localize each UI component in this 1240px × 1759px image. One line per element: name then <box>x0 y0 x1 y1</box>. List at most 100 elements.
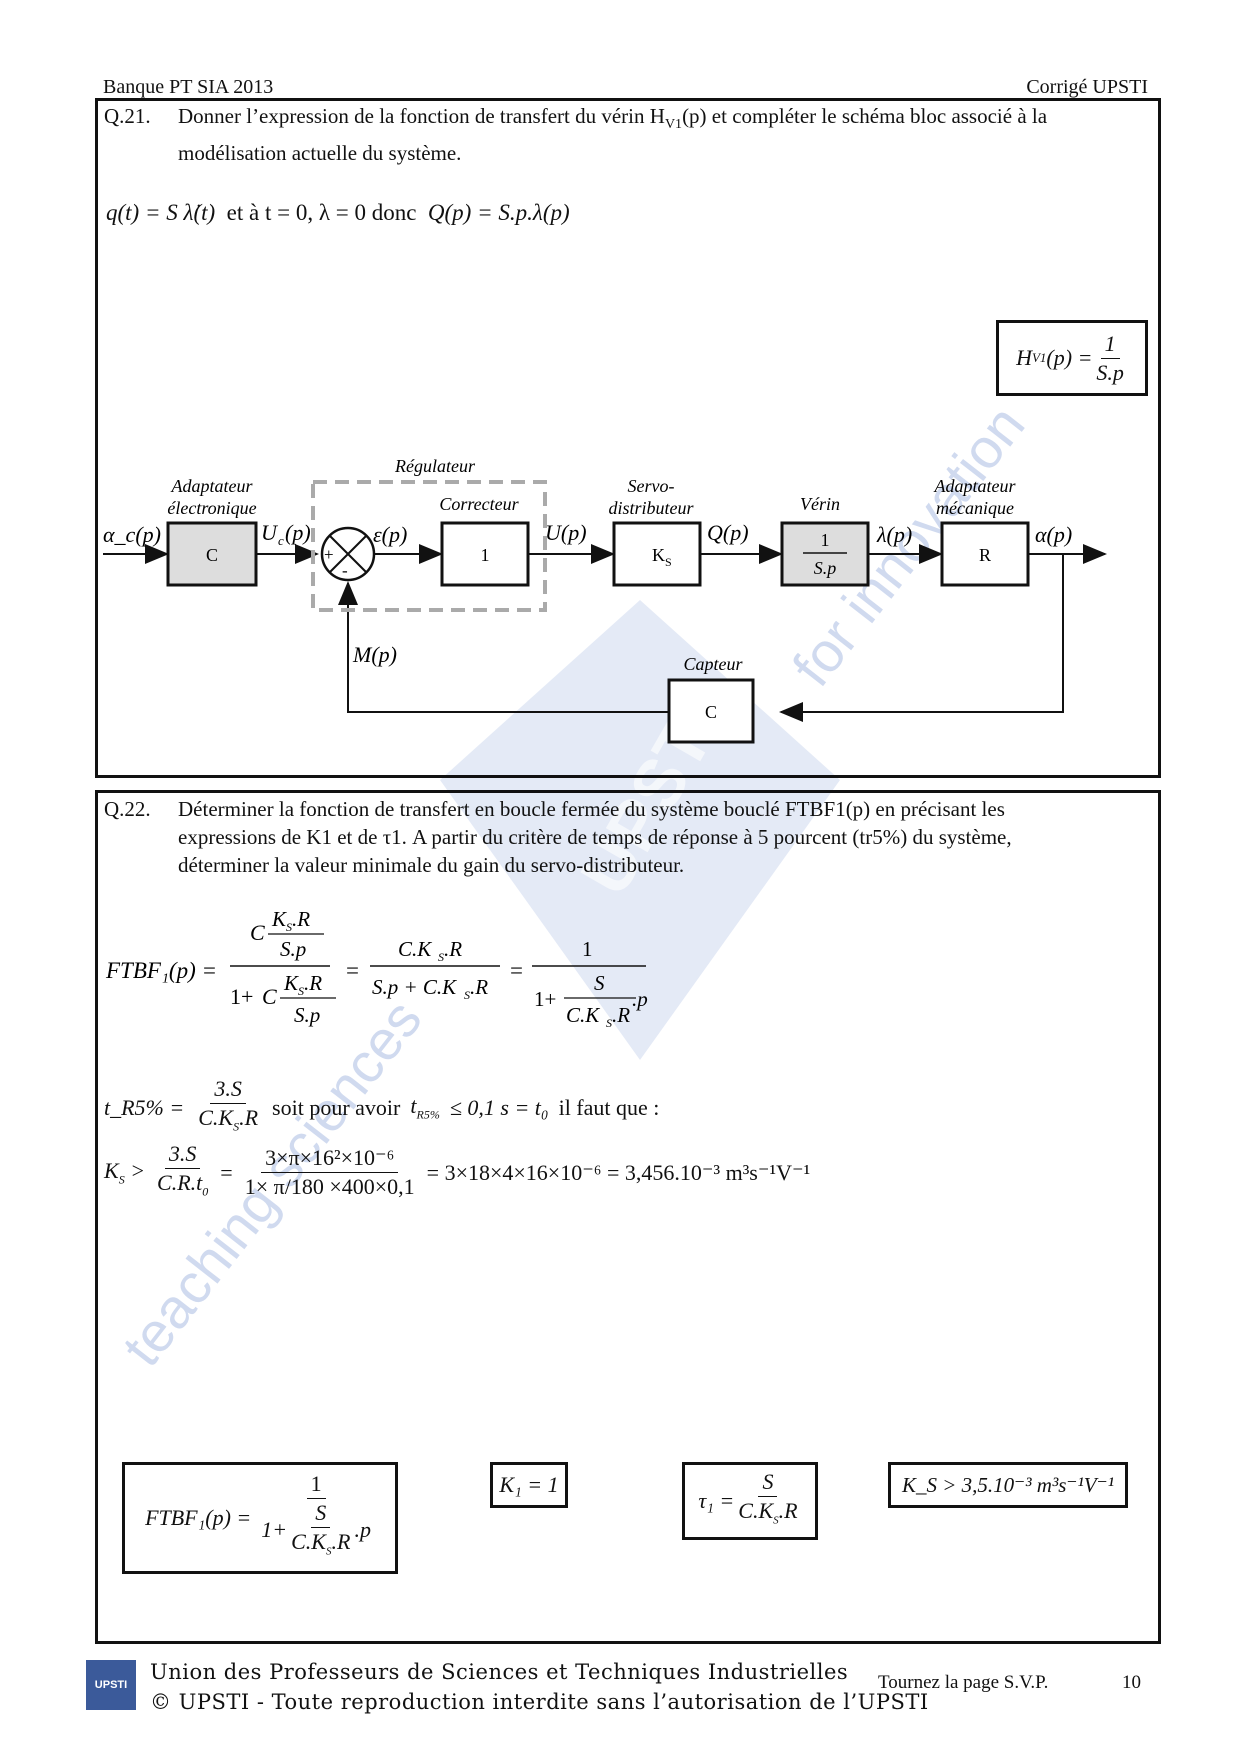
adapt-elec-value: C <box>206 545 218 565</box>
ks-calc-result: = 3×18×4×16×10⁻⁶ = 3,456.10⁻³ m³s⁻¹V⁻¹ <box>426 1159 811 1185</box>
header-left: Banque PT SIA 2013 <box>103 76 274 98</box>
q21-formula: q(t) = S λ̇(t) et à t = 0, λ = 0 donc Q(… <box>106 200 570 226</box>
verin-title: Vérin <box>800 494 840 514</box>
svg-text:S: S <box>606 1016 612 1030</box>
tr5-text1: soit pour avoir <box>272 1094 401 1120</box>
signal-q: Q(p) <box>707 520 749 545</box>
comparator-minus: - <box>342 561 348 580</box>
comparator-plus: + <box>324 545 334 564</box>
hv1-lhs: H <box>1016 345 1032 370</box>
svg-text:S: S <box>438 950 444 964</box>
hv1-arg: (p) = <box>1046 345 1093 370</box>
signal-alpha-c: α_c(p) <box>103 522 161 547</box>
regulateur-group <box>311 480 547 612</box>
signal-uc-end: (p) <box>285 520 311 545</box>
footer-turn: Tournez la page S.V.P. <box>878 1672 1049 1693</box>
svg-text:.R: .R <box>292 907 310 931</box>
ks-result-box: K_S > 3,5.10⁻³ m³s⁻¹V⁻¹ <box>888 1462 1128 1508</box>
verin-num: 1 <box>821 530 830 550</box>
q21-frame <box>95 98 1161 778</box>
q21-text1-end: (p) et compléter le schéma bloc associé … <box>682 104 1048 128</box>
q22-line1: Déterminer la fonction de transfert en b… <box>178 797 1005 821</box>
hv1-num: 1 <box>1100 330 1120 359</box>
signal-alpha: α(p) <box>1035 522 1072 547</box>
svg-text:S: S <box>298 984 304 998</box>
header-right: Corrigé UPSTI <box>1026 76 1148 98</box>
ks-calc-den: 1× π/180 ×400×0,1 <box>244 1174 415 1200</box>
ftbf-lhs: FTBF₁(p) = <box>105 958 217 983</box>
block-servo <box>612 521 702 587</box>
ks-calc-num: 3×π×16²×10⁻⁶ <box>261 1144 399 1174</box>
svg-text:.R: .R <box>444 937 462 961</box>
tr5-lhs: t_R5% = <box>104 1094 185 1120</box>
svg-text:C.K: C.K <box>398 937 432 961</box>
adapt-meca-title1: Adaptateur <box>934 476 1017 496</box>
capteur-value: C <box>705 702 717 722</box>
block-adapt-meca <box>940 521 1030 587</box>
svg-text:1+: 1+ <box>534 987 556 1011</box>
block-adapt-elec <box>166 521 258 587</box>
svg-text:.R: .R <box>304 971 322 995</box>
block-diagram: + - C 1 K S 1 S.p R C Adaptateur électro… <box>103 456 1107 744</box>
adapt-elec-title1: Adaptateur <box>171 476 254 496</box>
svg-text:K: K <box>271 907 287 931</box>
q21-text1-sub: V1 <box>664 117 683 133</box>
svg-text:K: K <box>283 971 299 995</box>
adapt-meca-title2: mécanique <box>936 498 1014 518</box>
tau-result-lhs: τ₁ = <box>698 1488 735 1513</box>
correcteur-value: 1 <box>481 545 490 565</box>
q21-formula-mid: et à t = 0, λ = 0 donc <box>226 200 417 225</box>
regulateur-title: Régulateur <box>394 456 476 476</box>
q22-question: Déterminer la fonction de transfert en b… <box>178 795 1138 879</box>
svg-text:.R: .R <box>470 975 488 999</box>
q21-number: Q.21. <box>104 104 151 128</box>
upsti-logo: UPSTI <box>86 1660 136 1710</box>
svg-text:C: C <box>262 984 277 1009</box>
block-capteur <box>667 678 755 744</box>
servo-value: K <box>652 545 665 565</box>
servo-sub: S <box>665 555 672 569</box>
q22-number: Q.22. <box>104 797 151 821</box>
capteur-title: Capteur <box>683 654 743 674</box>
verin-den: S.p <box>814 558 837 578</box>
correcteur-title: Correcteur <box>439 494 519 514</box>
footer-copyright: © UPSTI - Toute reproduction interdite s… <box>150 1690 929 1714</box>
servo-title2: distributeur <box>608 498 694 518</box>
q21-formula-left: q(t) = S λ̇(t) <box>106 200 216 225</box>
svg-text:S: S <box>464 988 470 1002</box>
svg-text:S.p: S.p <box>280 937 306 961</box>
hv1-sub: V1 <box>1031 350 1047 365</box>
tr5-text2: ≤ 0,1 s = t₀ <box>449 1094 549 1120</box>
ftbf-result-lhs: FTBF₁(p) = <box>145 1505 252 1530</box>
svg-text:1+: 1+ <box>230 984 253 1009</box>
hv1-den: S.p <box>1096 359 1124 385</box>
adapt-meca-value: R <box>979 545 991 565</box>
q21-formula-right: Q(p) = S.p.λ(p) <box>427 200 570 225</box>
signal-u: U(p) <box>545 520 587 545</box>
q22-line2: expressions de K1 et de τ1. A partir du … <box>178 825 1012 849</box>
q22-frame <box>95 790 1161 1644</box>
footer-org: Union des Professeurs de Sciences et Tec… <box>150 1660 849 1684</box>
svg-text:=: = <box>510 958 523 983</box>
svg-text:.p: .p <box>632 987 648 1011</box>
servo-title1: Servo- <box>628 476 675 496</box>
svg-text:C: C <box>250 920 265 945</box>
svg-text:S: S <box>286 920 292 934</box>
tr5-text3: il faut que : <box>558 1094 660 1120</box>
signal-m: M(p) <box>352 642 397 667</box>
q21-question: Donner l’expression de la fonction de tr… <box>178 102 1138 167</box>
k1-result-box: K₁ = 1 <box>490 1462 568 1508</box>
q21-text2: modélisation actuelle du système. <box>178 141 462 166</box>
svg-text:S: S <box>594 971 605 995</box>
